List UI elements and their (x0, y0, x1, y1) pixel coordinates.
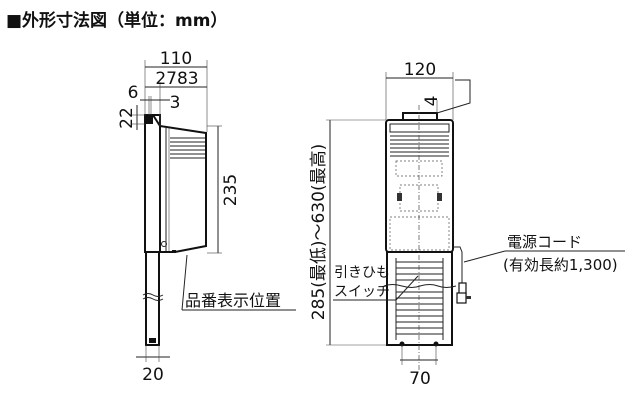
dim-front-width: 120 (404, 60, 436, 80)
dim-side-depths: 2783 (155, 69, 198, 89)
front-slats (395, 258, 444, 340)
label-pull-switch-line1: 引きひも (334, 265, 390, 281)
dim-front-4: 4 (422, 96, 442, 107)
dim-side-pipe-width: 20 (142, 365, 164, 385)
dim-installation-height: 285(最低)～630(最高) (309, 144, 329, 320)
side-top-cap (146, 116, 153, 124)
label-pull-switch-line2: スイッチ (334, 284, 390, 300)
dim-side-22: 22 (117, 107, 137, 129)
side-wall-plate (144, 114, 161, 253)
label-power-cord-line1: 電源コード (507, 233, 582, 251)
side-vent-lines (170, 137, 205, 159)
drawing-title: ■外形寸法図（単位：mm） (6, 10, 228, 31)
power-cord (453, 246, 463, 285)
side-view: 110 2783 6 3 22 235 20 品番表示位置 (117, 49, 296, 385)
label-model-position: 品番表示位置 (185, 291, 281, 310)
dim-side-total-depth: 110 (160, 49, 192, 69)
label-power-cord-line2: (有効長約1,300) (503, 256, 618, 274)
dim-side-6: 6 (128, 83, 139, 103)
front-view: 120 4 285(最低)～630(最高) 70 引きひも スイッチ 電源コード… (309, 60, 625, 389)
dim-bottom-spacing: 70 (409, 369, 431, 389)
dim-side-height: 235 (221, 174, 241, 206)
front-grille (390, 135, 449, 157)
side-body (159, 124, 207, 253)
dim-side-3: 3 (170, 93, 181, 113)
